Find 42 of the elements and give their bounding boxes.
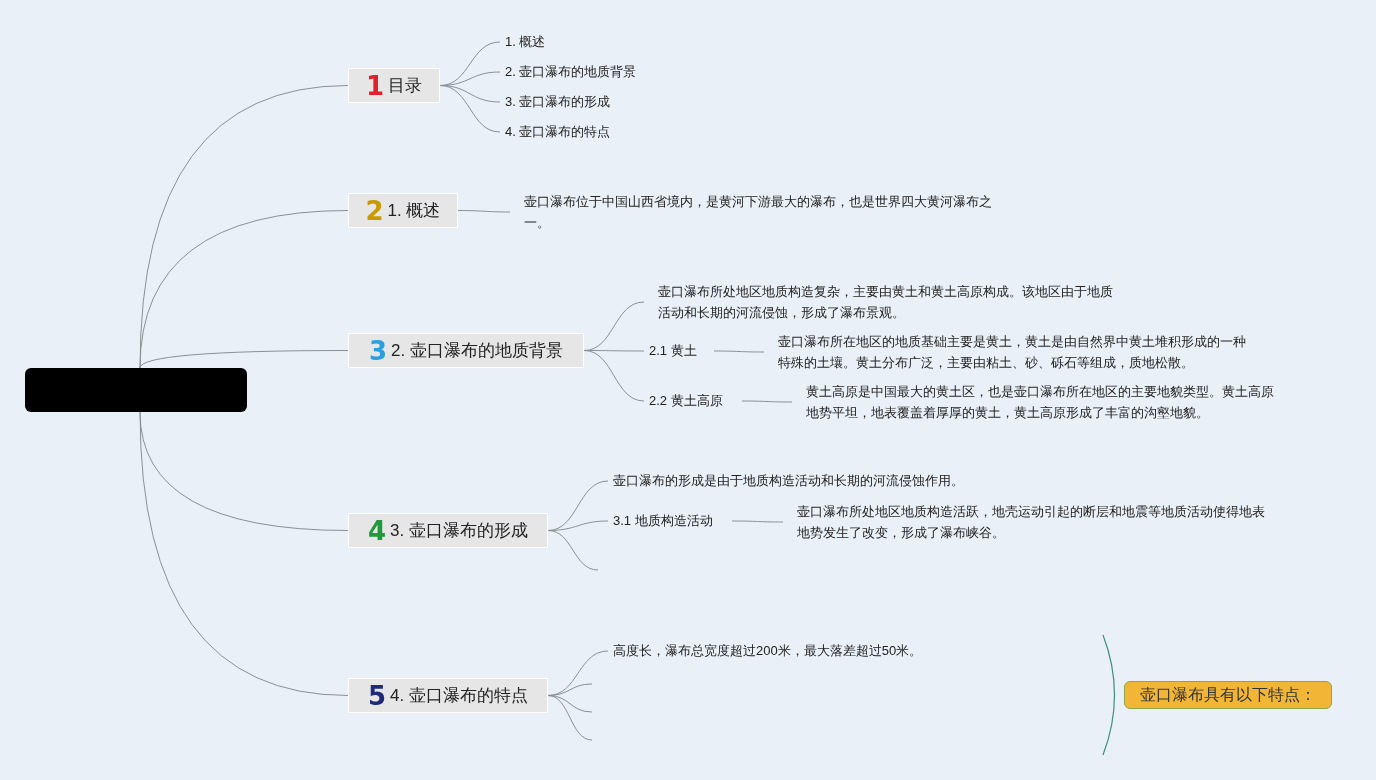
subtopic-text: 高度长，瀑布总宽度超过200米，最大落差超过50米。 — [608, 642, 948, 660]
subtopic-text: 2.1 黄土 — [644, 341, 714, 361]
subtopic-text: 壶口瀑布的形成是由于地质构造活动和长期的河流侵蚀作用。 — [608, 471, 1008, 491]
topic-label: 1. 概述 — [387, 199, 441, 222]
branch-line — [547, 695, 593, 741]
branch-line — [741, 400, 793, 403]
topic-box — [348, 678, 548, 713]
subtopic-text: 2. 壶口瀑布的地质背景 — [500, 62, 660, 82]
priority-number: 2 — [365, 197, 384, 224]
summary-box: 壶口瀑布具有以下特点： — [1124, 681, 1332, 709]
branch-line — [583, 350, 645, 402]
topic-label: 2. 壶口瀑布的地质背景 — [391, 339, 563, 362]
branch-line — [547, 530, 599, 571]
branch-line — [439, 85, 501, 133]
branch-line — [139, 411, 349, 696]
root-box — [25, 368, 247, 412]
priority-number: 1 — [365, 72, 385, 99]
branch-line — [713, 350, 765, 353]
topic-box — [348, 68, 440, 103]
topic-box — [348, 193, 458, 228]
subtopic-text: 3.1 地质构造活动 — [608, 511, 732, 531]
priority-number: 5 — [368, 682, 387, 709]
topic-label: 3. 壶口瀑布的形成 — [390, 519, 528, 542]
branch-line — [139, 210, 349, 369]
subtopic-text: 4. 壶口瀑布的特点 — [500, 122, 630, 142]
priority-number: 4 — [368, 517, 387, 544]
note-text: 壶口瀑布位于中国山西省境内，是黄河下游最大的瀑布，也是世界四大黄河瀑布之一。 — [510, 191, 996, 233]
branch-line — [139, 350, 349, 369]
topic-label: 目录 — [388, 74, 423, 97]
note-text: 黄土高原是中国最大的黄土区，也是壶口瀑布所在地区的主要地貌类型。黄土高原地势平坦，地表覆盖着厚厚的黄土，黄土高原形成了丰富的沟壑地貌。 — [792, 381, 1276, 423]
topic-box — [348, 333, 584, 368]
branch-line — [457, 210, 511, 213]
topic-label: 4. 壶口瀑布的特点 — [390, 684, 528, 707]
subtopic-text: 3. 壶口瀑布的形成 — [500, 92, 630, 112]
topic-box — [348, 513, 548, 548]
branch-line — [731, 520, 784, 523]
note-text: 壶口瀑布所处地区地质构造复杂，主要由黄土和黄土高原构成。该地区由于地质活动和长期的河流侵蚀，形成了瀑布景观。 — [644, 281, 1118, 323]
subtopic-text: 1. 概述 — [500, 32, 620, 52]
note-text: 壶口瀑布所在地区的地质基础主要是黄土，黄土是由自然界中黄土堆积形成的一种特殊的土壤。黄土分布广泛，主要由粘土、砂、砾石等组成，质地松散。 — [764, 331, 1248, 373]
priority-number: 3 — [369, 337, 388, 364]
note-text: 壶口瀑布所处地区地质构造活跃，地壳运动引起的断层和地震等地质活动使得地表地势发生了改变，形成了瀑布峡谷。 — [783, 501, 1267, 543]
subtopic-text: 2.2 黄土高原 — [644, 391, 742, 411]
